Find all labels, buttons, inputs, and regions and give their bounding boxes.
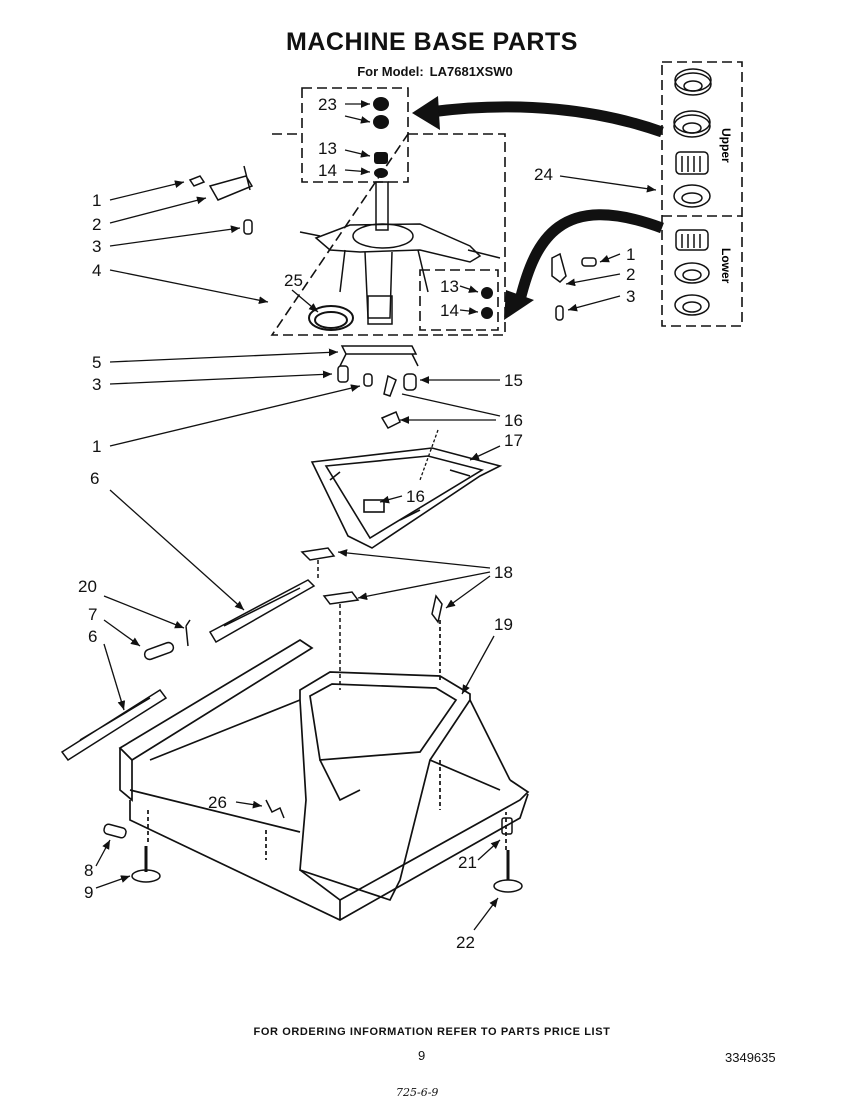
callout-3-a: 3 xyxy=(92,237,101,256)
upper-bearing-set xyxy=(673,68,712,208)
model-line: For Model: LA7681XSW0 xyxy=(0,64,864,79)
bearing-inset xyxy=(673,68,712,316)
callout-14-a: 14 xyxy=(318,161,337,180)
callout-21: 21 xyxy=(458,853,477,872)
callout-25: 25 xyxy=(284,271,303,290)
callout-16-a: 16 xyxy=(504,411,523,430)
callout-labels: 1 2 3 4 23 13 14 24 25 1 2 3 13 14 5 3 1… xyxy=(78,95,635,952)
callout-8: 8 xyxy=(84,861,93,880)
callout-1-a: 1 xyxy=(92,191,101,210)
callout-6-a: 6 xyxy=(90,469,99,488)
model-prefix: For Model: xyxy=(357,64,424,79)
lower-label: Lower xyxy=(719,248,733,284)
upper-curved-arrow xyxy=(429,101,664,138)
callout-18: 18 xyxy=(494,563,513,582)
diagram-title: MACHINE BASE PARTS xyxy=(286,28,578,56)
upper-label: Upper xyxy=(719,128,733,163)
leveling-feet xyxy=(103,799,523,893)
callout-5: 5 xyxy=(92,353,101,372)
lower-bearing-set xyxy=(674,229,710,316)
lower-bearing-box xyxy=(419,269,499,331)
small-parts-upper xyxy=(188,165,597,321)
tub-support-17 xyxy=(310,447,503,549)
bearing-inset-box xyxy=(661,61,743,327)
callout-20: 20 xyxy=(78,577,97,596)
hub-bearings xyxy=(373,97,493,319)
callout-15: 15 xyxy=(504,371,523,390)
callout-4: 4 xyxy=(92,261,101,280)
callout-19: 19 xyxy=(494,615,513,634)
callout-7: 7 xyxy=(88,605,97,624)
callout-2-b: 2 xyxy=(626,265,635,284)
leader-lines xyxy=(95,100,657,931)
model-number: LA7681XSW0 xyxy=(429,64,513,79)
gearcase-assembly xyxy=(299,181,501,325)
callout-3-b: 3 xyxy=(626,287,635,306)
handwritten-code: 725-6-9 xyxy=(396,1086,439,1099)
document-number: 3349635 xyxy=(725,1050,776,1065)
dashed-group-boxes xyxy=(270,61,743,336)
callout-9: 9 xyxy=(84,883,93,902)
callout-16-b: 16 xyxy=(406,487,425,506)
callout-14-b: 14 xyxy=(440,301,459,320)
lower-curved-arrow-head xyxy=(504,290,534,320)
side-brackets xyxy=(60,579,316,762)
lower-curved-arrow xyxy=(514,209,664,302)
upper-curved-arrow-head xyxy=(412,96,440,130)
callout-2-a: 2 xyxy=(92,215,101,234)
callout-13-b: 13 xyxy=(440,277,459,296)
callout-26: 26 xyxy=(208,793,227,812)
seal-ring-25 xyxy=(308,305,354,331)
page-number: 9 xyxy=(418,1048,426,1063)
callout-3-c: 3 xyxy=(92,375,101,394)
callout-13-a: 13 xyxy=(318,139,337,158)
machine-base-frame xyxy=(118,620,530,921)
callout-23: 23 xyxy=(318,95,337,114)
callout-17: 17 xyxy=(504,431,523,450)
small-parts-middle xyxy=(337,345,419,429)
clips-18 xyxy=(300,547,443,690)
callout-24: 24 xyxy=(534,165,553,184)
ordering-note: FOR ORDERING INFORMATION REFER TO PARTS … xyxy=(253,1026,611,1038)
agitator-group-box xyxy=(270,133,506,336)
callout-1-b: 1 xyxy=(626,245,635,264)
callout-6-b: 6 xyxy=(88,627,97,646)
callout-22: 22 xyxy=(456,933,475,952)
callout-1-c: 1 xyxy=(92,437,101,456)
